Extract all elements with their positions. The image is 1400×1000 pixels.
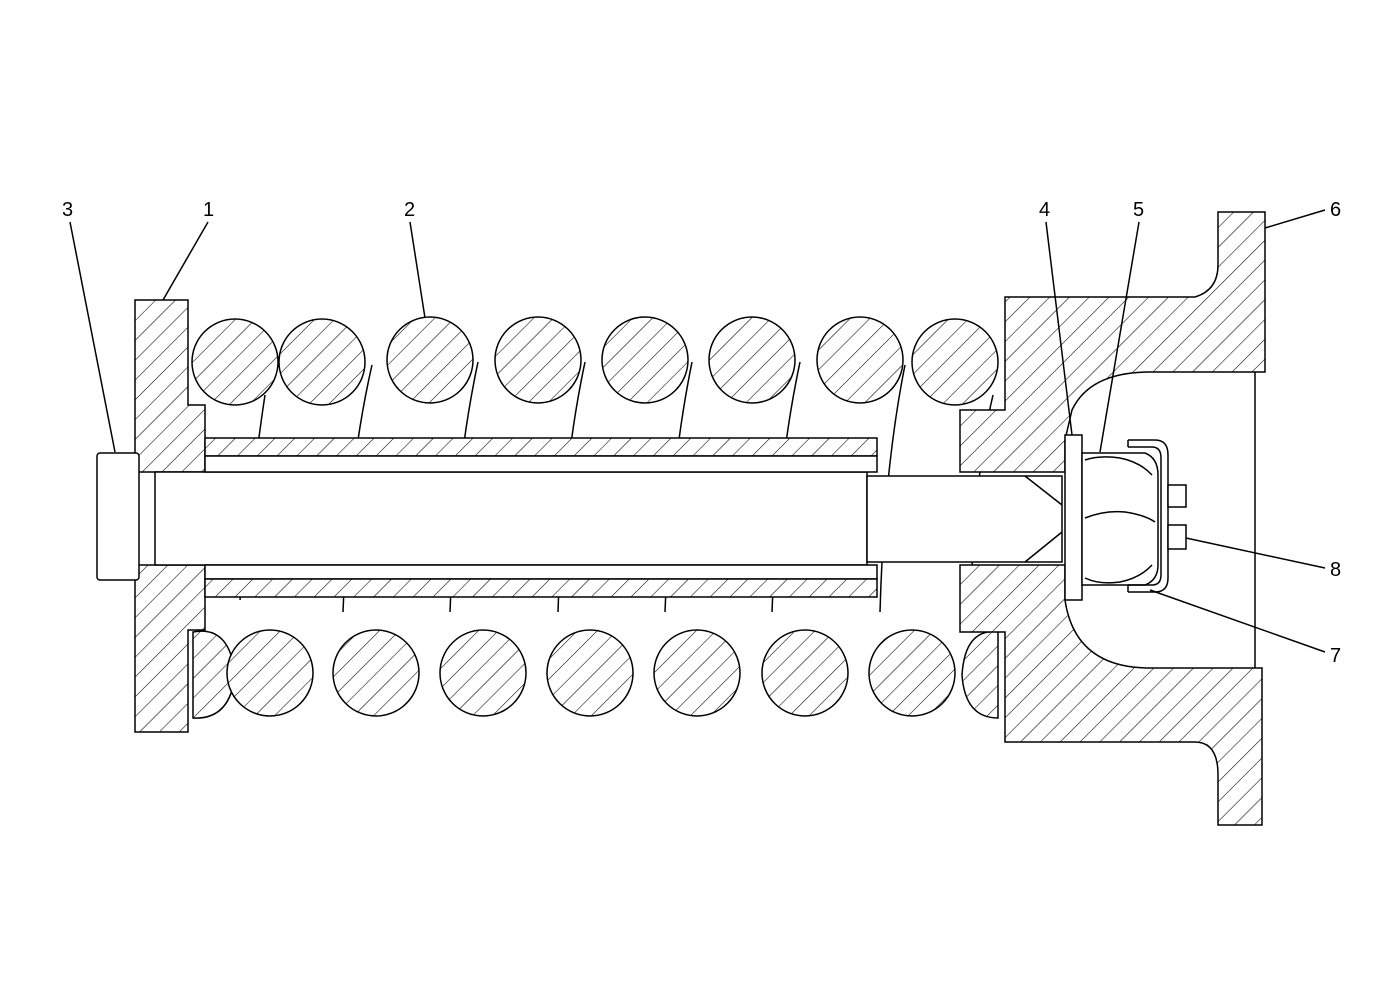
callout-5: 5 xyxy=(1133,199,1144,221)
bolt-end xyxy=(1167,484,1187,550)
callout-8: 8 xyxy=(1330,559,1341,581)
callout-3: 3 xyxy=(62,199,73,221)
callout-7: 7 xyxy=(1330,645,1341,667)
washer xyxy=(1064,434,1083,601)
retainer-clip xyxy=(1127,439,1169,593)
bolt xyxy=(96,452,1063,581)
right-housing xyxy=(959,211,1266,826)
nut xyxy=(1081,452,1159,586)
callout-6: 6 xyxy=(1330,199,1341,221)
spring-coils-upper xyxy=(191,316,999,406)
sleeve-tube xyxy=(204,437,878,598)
leader-lines xyxy=(69,209,1326,653)
spring-coils-lower xyxy=(192,629,999,719)
callout-1: 1 xyxy=(203,199,214,221)
callout-4: 4 xyxy=(1039,199,1050,221)
callout-2: 2 xyxy=(404,199,415,221)
